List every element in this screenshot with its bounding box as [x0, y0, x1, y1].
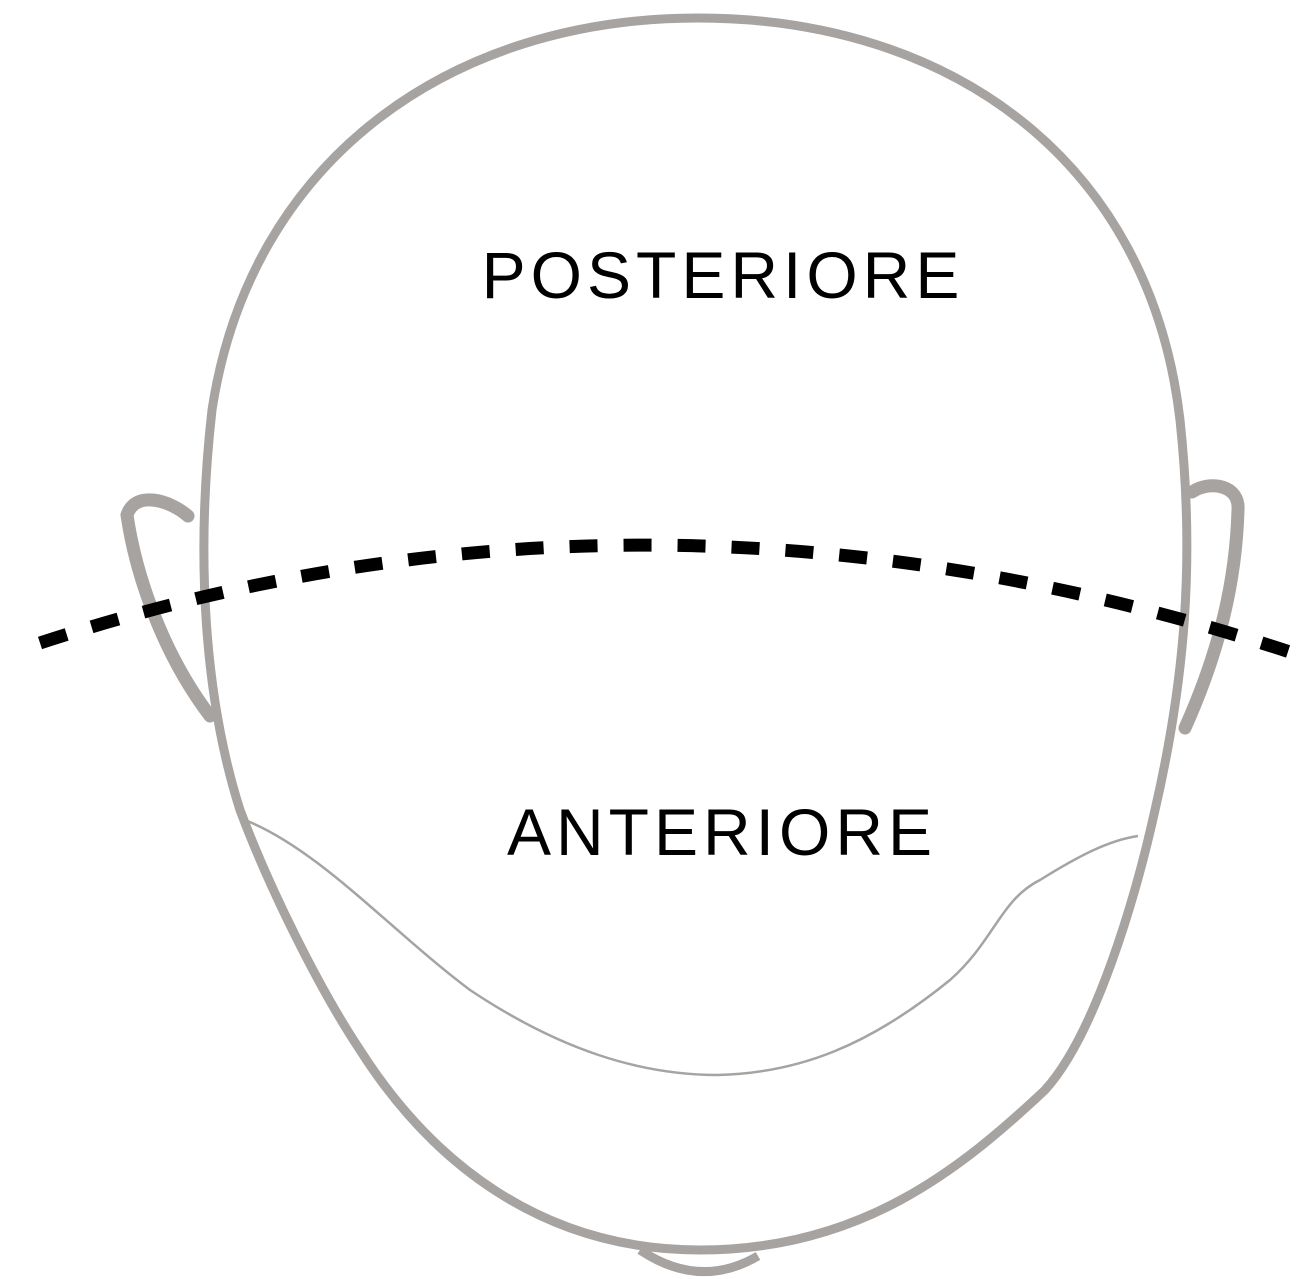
label-anteriore: ANTERIORE	[507, 795, 937, 869]
label-posteriore: POSTERIORE	[482, 238, 965, 312]
head-outline	[204, 18, 1187, 1250]
right-ear	[1185, 486, 1238, 728]
divider-dashed-line	[40, 545, 1308, 658]
